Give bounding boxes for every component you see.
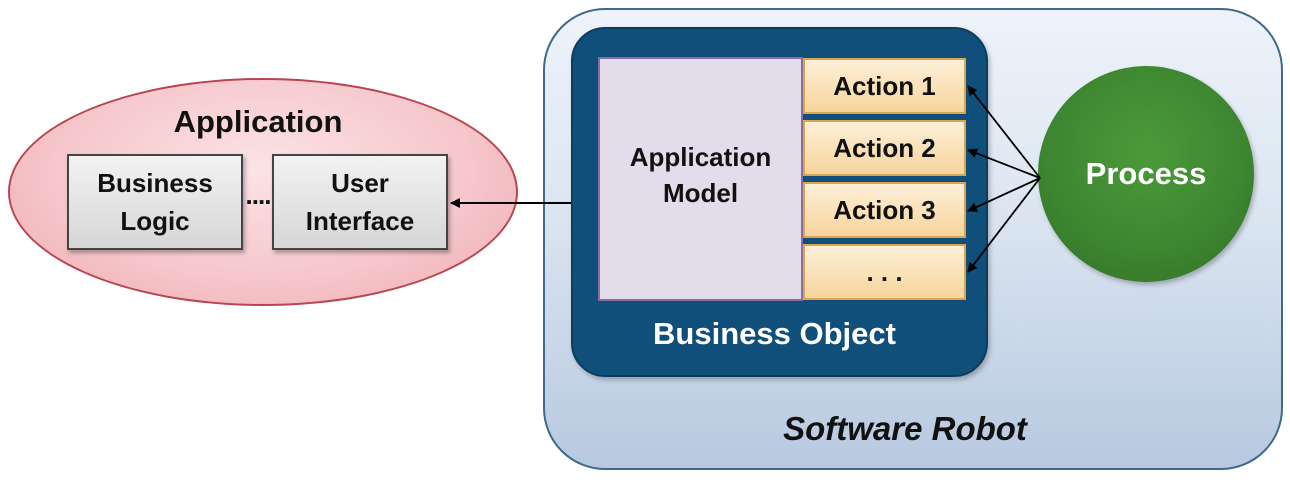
user-interface-label: User Interface xyxy=(305,168,415,236)
action-2-box: Action 2 xyxy=(803,120,966,176)
application-model-box: Application Model xyxy=(598,57,803,301)
user-interface-box: User Interface xyxy=(272,154,448,250)
action-1-box: Action 1 xyxy=(803,58,966,114)
arrow-process-to-action-2 xyxy=(967,148,1041,179)
software-robot-label: Software Robot xyxy=(783,410,1027,447)
business-object-label: Business Object xyxy=(653,316,896,351)
process-circle: Process xyxy=(1038,66,1254,282)
process-label: Process xyxy=(1085,156,1207,191)
action-more-box: . . . xyxy=(803,244,966,300)
component-separator: .... xyxy=(245,180,272,210)
arrow-process-to-action-3 xyxy=(967,177,1041,212)
action-3-box: Action 3 xyxy=(803,182,966,238)
application-model-label: Application Model xyxy=(629,142,772,208)
application-title: Application xyxy=(173,104,343,139)
arrow-process-to-action-more xyxy=(967,177,1041,273)
business-logic-label: Business Logic xyxy=(97,168,213,236)
business-logic-box: Business Logic xyxy=(67,154,243,250)
arrow-process-to-action-1 xyxy=(967,85,1041,179)
